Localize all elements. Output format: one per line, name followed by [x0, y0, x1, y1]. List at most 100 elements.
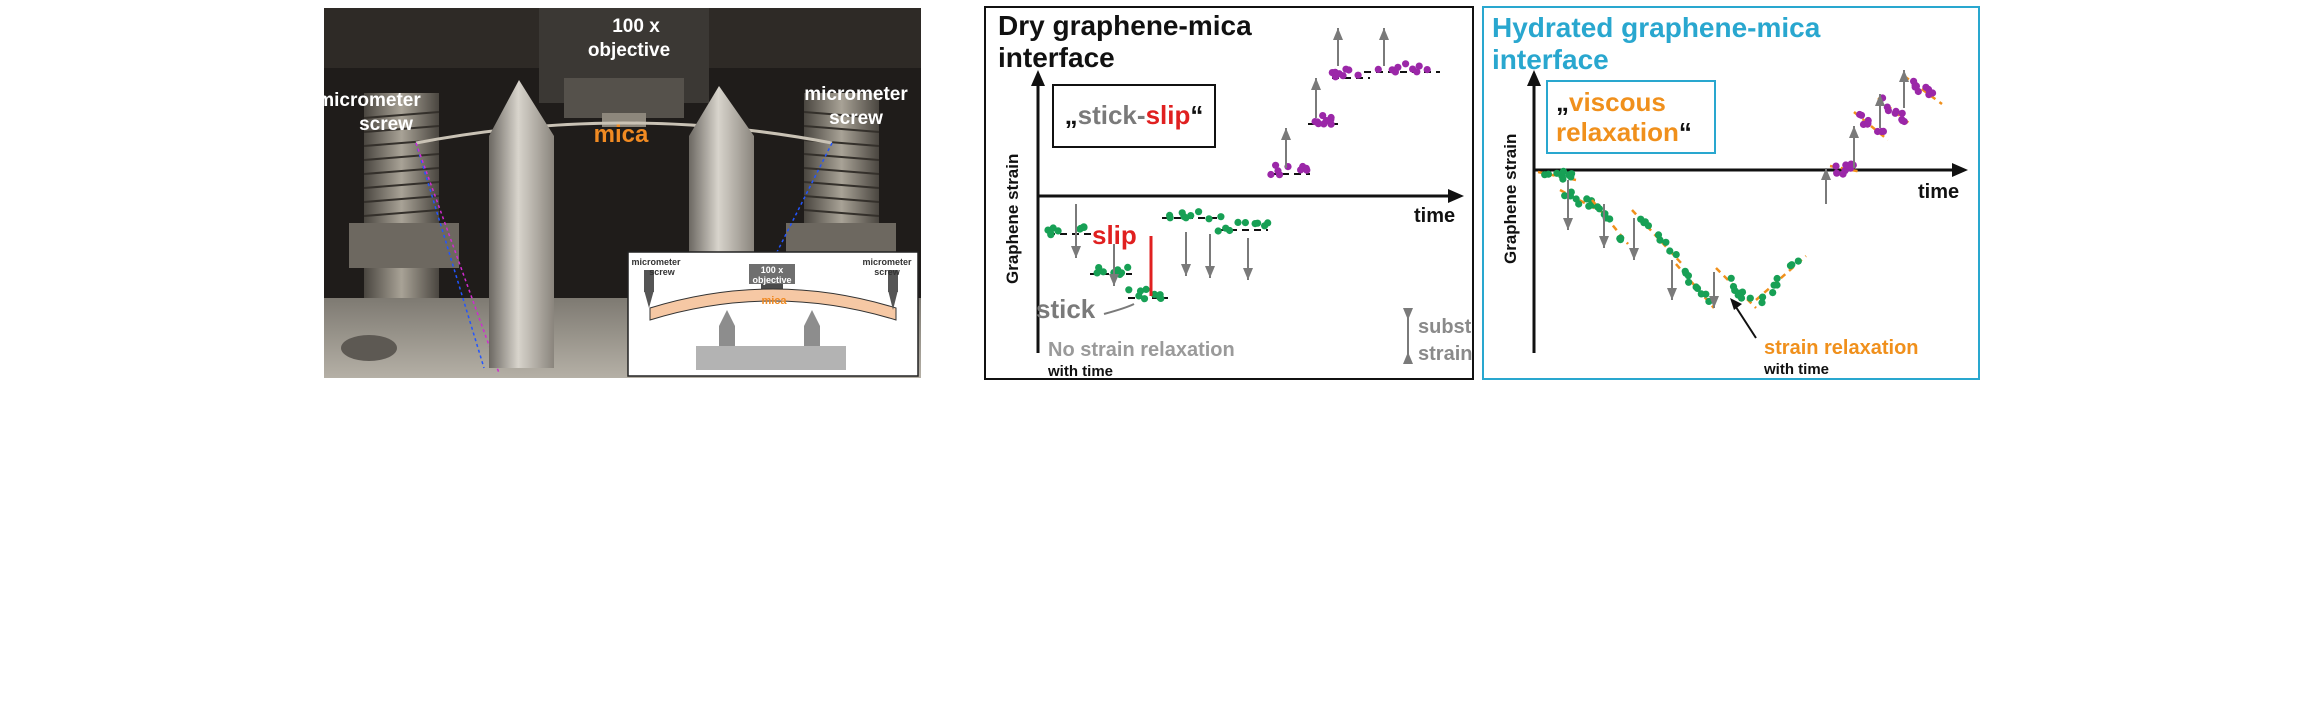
hyd-data-point: [1685, 279, 1692, 286]
hyd-data-point: [1892, 110, 1899, 117]
hyd-data-point: [1774, 275, 1781, 282]
dry-data-point: [1167, 214, 1174, 221]
inset-objective-line1: 100 x: [761, 265, 784, 275]
dry-substrate-arrow-head: [1109, 274, 1119, 286]
hyd-data-point: [1878, 128, 1885, 135]
dry-x-axis-label: time: [1414, 205, 1455, 227]
hyd-caption-line2: with time: [1763, 361, 1829, 378]
dry-data-point: [1332, 69, 1339, 76]
hydrated-interface-panel: Hydrated graphene-mica interface „viscou…: [1482, 6, 1980, 380]
left-support-blade: [489, 80, 554, 368]
dry-data-point: [1055, 227, 1062, 234]
hyd-data-point: [1735, 290, 1742, 297]
dry-substrate-arrow-head: [1379, 28, 1389, 40]
hyd-data-point: [1899, 110, 1906, 117]
dry-caption-line2: with time: [1047, 363, 1113, 378]
dry-data-point: [1215, 227, 1222, 234]
inset-left-screw-line1: micrometer: [631, 257, 681, 267]
dry-data-point: [1125, 286, 1132, 293]
dry-data-point: [1297, 166, 1304, 173]
hyd-data-point: [1771, 282, 1778, 289]
hyd-data-point: [1839, 171, 1846, 178]
dry-data-point: [1242, 219, 1249, 226]
objective-label-line2: objective: [588, 40, 670, 61]
dry-substrate-arrow-head: [1243, 268, 1253, 280]
hyd-data-point: [1541, 171, 1548, 178]
hyd-data-point: [1929, 89, 1936, 96]
dry-data-point: [1182, 214, 1189, 221]
dry-data-point: [1424, 66, 1431, 73]
dry-x-axis-arrow: [1448, 189, 1464, 203]
hyd-data-point: [1833, 170, 1840, 177]
hyd-data-point: [1583, 195, 1590, 202]
hyd-substrate-arrow-head: [1849, 126, 1859, 138]
hyd-data-point: [1885, 107, 1892, 114]
hyd-data-point: [1666, 247, 1673, 254]
hyd-data-point: [1747, 295, 1754, 302]
dry-data-point: [1135, 292, 1142, 299]
dry-data-point: [1274, 167, 1281, 174]
hyd-caption-line1: strain relaxation: [1764, 337, 1919, 359]
legend-strain: strain: [1418, 343, 1472, 365]
inset-objective-line2: objective: [752, 275, 791, 285]
hyd-data-point: [1730, 283, 1737, 290]
left-screw-label-line1: micrometer: [324, 90, 421, 111]
dry-data-point: [1416, 63, 1423, 70]
dry-data-point: [1080, 223, 1087, 230]
hyd-substrate-arrow-head: [1599, 236, 1609, 248]
objective-label-line1: 100 x: [612, 16, 660, 37]
stick-pointer: [1104, 304, 1134, 314]
dry-data-point: [1156, 294, 1163, 301]
hyd-data-point: [1553, 170, 1560, 177]
inset-right-screw-line1: micrometer: [862, 257, 912, 267]
hyd-data-point: [1795, 258, 1802, 265]
dry-data-point: [1328, 114, 1335, 121]
hyd-data-point: [1787, 262, 1794, 269]
dry-caption-line1: No strain relaxation: [1048, 339, 1235, 361]
mica-label: mica: [594, 121, 649, 148]
dry-data-point: [1355, 72, 1362, 79]
hyd-data-point: [1585, 203, 1592, 210]
hyd-data-point: [1913, 83, 1920, 90]
dry-data-point: [1118, 269, 1125, 276]
dry-data-point: [1264, 219, 1271, 226]
dry-data-point: [1217, 213, 1224, 220]
dry-data-point: [1303, 167, 1310, 174]
hyd-data-point: [1559, 176, 1566, 183]
dry-data-point: [1267, 171, 1274, 178]
dry-data-point: [1375, 66, 1382, 73]
left-screw-label-line2: screw: [359, 114, 413, 135]
dry-y-axis-label: Graphene strain: [1003, 154, 1022, 284]
dry-substrate-arrow-head: [1071, 246, 1081, 258]
apparatus-photo-panel: 100 x objective micrometer screw microme…: [324, 8, 921, 378]
inset-left-screw-line2: screw: [649, 267, 676, 277]
slip-label: slip: [1092, 220, 1137, 250]
hyd-data-point: [1759, 294, 1766, 301]
hyd-data-point: [1693, 283, 1700, 290]
substrate-strain-legend: substrate strain: [1403, 308, 1472, 365]
hyd-data-point: [1645, 222, 1652, 229]
hyd-data-point: [1637, 216, 1644, 223]
hydrated-strain-sketch: Graphene strain time strain relaxation w…: [1484, 8, 1978, 378]
inset-schematic: micrometer screw micrometer screw 100 x …: [628, 252, 918, 376]
legend-substrate: substrate: [1418, 316, 1472, 338]
relaxation-pointer: [1734, 304, 1756, 338]
apparatus-photo-drawing: 100 x objective micrometer screw microme…: [324, 8, 921, 378]
hyd-data-point: [1899, 117, 1906, 124]
hyd-data-point: [1769, 289, 1776, 296]
dry-data-point: [1345, 66, 1352, 73]
dry-data-point: [1222, 225, 1229, 232]
hyd-data-point: [1856, 111, 1863, 118]
hyd-data-point: [1698, 290, 1705, 297]
dry-y-axis-arrow: [1031, 70, 1045, 86]
dry-data-point: [1394, 64, 1401, 71]
dry-substrate-arrow-head: [1281, 128, 1291, 140]
inset-mica-label: mica: [761, 295, 787, 307]
dry-data-point: [1100, 268, 1107, 275]
dry-data-point: [1320, 120, 1327, 127]
hyd-substrate-arrow-head: [1563, 218, 1573, 230]
hyd-data-point: [1596, 205, 1603, 212]
hyd-data-point: [1728, 275, 1735, 282]
hyd-data-point: [1832, 163, 1839, 170]
hyd-data-point: [1616, 235, 1623, 242]
